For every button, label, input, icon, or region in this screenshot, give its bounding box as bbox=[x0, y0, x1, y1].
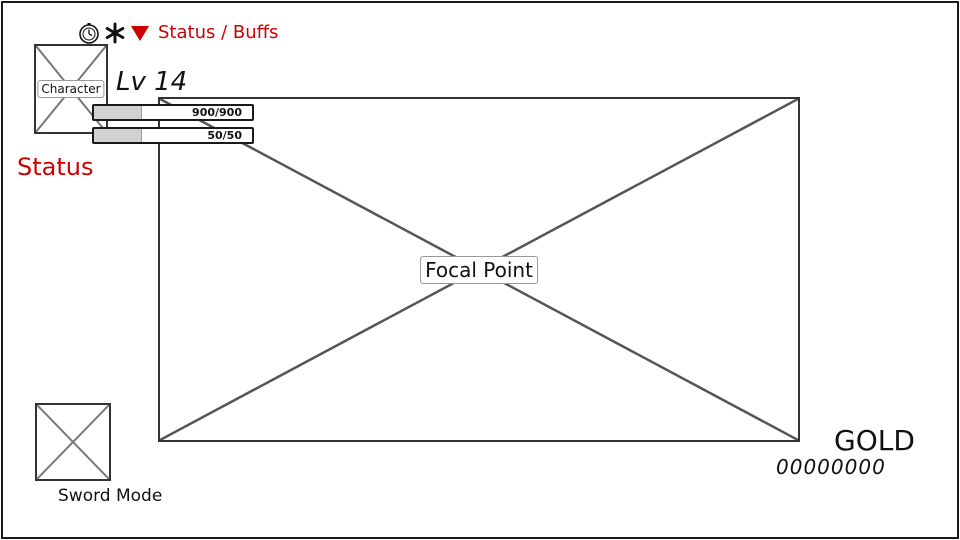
mp-bar-fill bbox=[94, 129, 143, 142]
sword-mode-label: Sword Mode bbox=[58, 486, 163, 506]
character-level: Lv 14 bbox=[116, 67, 188, 97]
asterisk-icon[interactable] bbox=[104, 22, 126, 44]
mp-text: 50/50 bbox=[207, 129, 242, 142]
sword-mode-icon[interactable] bbox=[35, 403, 111, 481]
gold-label: GOLD bbox=[834, 424, 915, 457]
down-triangle-icon[interactable] bbox=[130, 23, 150, 43]
hp-bar-fill bbox=[94, 106, 143, 119]
stopwatch-icon[interactable] bbox=[78, 22, 100, 44]
hp-bar: 900/900 bbox=[92, 104, 254, 121]
placeholder-cross-icon bbox=[37, 405, 109, 479]
status-buffs-row: Status / Buffs bbox=[78, 20, 278, 46]
character-portrait-label: Character bbox=[37, 80, 105, 98]
hp-text: 900/900 bbox=[192, 106, 242, 119]
focal-point-label: Focal Point bbox=[420, 255, 538, 284]
focal-point-area[interactable]: Focal Point bbox=[158, 97, 800, 442]
status-buffs-label: Status / Buffs bbox=[158, 22, 279, 43]
status-label[interactable]: Status bbox=[17, 153, 94, 181]
mp-bar: 50/50 bbox=[92, 127, 254, 144]
gold-value: 00000000 bbox=[776, 455, 886, 479]
